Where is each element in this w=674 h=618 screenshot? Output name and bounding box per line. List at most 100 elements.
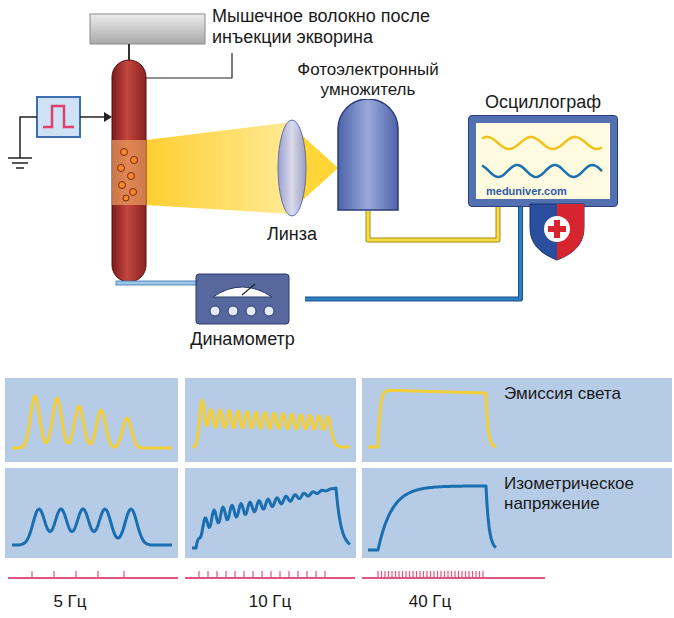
stim-wire — [80, 116, 104, 118]
wire-outline — [368, 207, 498, 240]
signal-wire — [368, 207, 498, 240]
trace-panel — [5, 468, 178, 558]
muscle-fiber — [112, 60, 146, 282]
stimulus-tick — [234, 571, 235, 578]
wire-outline — [305, 207, 521, 299]
aequorin-dots — [118, 149, 138, 202]
stimulus-tick — [472, 571, 473, 578]
stimulus-tick — [465, 571, 466, 578]
stimulus-tick — [391, 571, 392, 578]
stimulus-tick — [216, 571, 217, 578]
trace-panel — [5, 378, 178, 462]
label: meduniver.com — [484, 185, 569, 198]
signal-trace — [192, 488, 350, 548]
leader-line — [146, 53, 232, 78]
lit-region — [112, 140, 146, 205]
lens — [278, 120, 306, 216]
stimulus-tick — [377, 571, 378, 578]
trace-panel: Эмиссия света — [362, 378, 672, 462]
stimulus-tick — [447, 571, 448, 578]
stimulus-tick — [388, 571, 389, 578]
trace-panel: Изометрическое напряжение — [362, 468, 672, 558]
stimulus-tick — [405, 571, 406, 578]
stimulus-tick — [384, 571, 385, 578]
red-cross — [548, 220, 566, 238]
shield-icon — [530, 204, 584, 260]
ground-wire — [20, 117, 37, 158]
stimulus-tick — [419, 571, 420, 578]
knob — [264, 306, 274, 316]
stimulus-tick — [288, 571, 289, 578]
stimulus-tick — [207, 571, 208, 578]
signal-trace — [12, 396, 172, 448]
stimulus-line — [362, 577, 545, 579]
label: Мышечное волокно после инъекции экворина — [212, 6, 452, 47]
device-label: Фотоэлектронный умножитель — [288, 60, 448, 99]
device-label: Динамометр — [180, 329, 305, 350]
stimulus-tick — [468, 571, 469, 578]
dynamometer-case — [196, 274, 289, 324]
stimulus-tick — [440, 571, 441, 578]
stimulus-tick — [270, 571, 271, 578]
device-label: Осциллограф — [468, 92, 618, 113]
stimulus-tick — [315, 571, 316, 578]
stimulus-tick — [225, 571, 226, 578]
dynamometer — [195, 273, 290, 325]
shield-circle — [544, 216, 570, 242]
photomultiplier — [288, 99, 448, 211]
light-beam — [146, 122, 292, 214]
stim-arrow — [104, 112, 112, 122]
knob — [210, 306, 220, 316]
stimulus-line — [185, 577, 355, 579]
signal-trace — [12, 509, 172, 545]
signal-trace — [368, 486, 496, 550]
stimulus-tick — [423, 571, 424, 578]
stimulus-tick — [433, 571, 434, 578]
pmt-node: Фотоэлектронный умножитель — [288, 60, 448, 211]
stimulus-tick — [75, 571, 76, 578]
label: Линза — [252, 224, 332, 245]
stimulus-tick — [53, 571, 54, 578]
screen-trace — [482, 137, 602, 149]
knob — [228, 306, 238, 316]
trace-label: Изометрическое напряжение — [504, 474, 669, 513]
stimulus-tick — [402, 571, 403, 578]
wire — [305, 207, 521, 299]
stimulus-tick — [451, 571, 452, 578]
stimulus-tick — [97, 571, 98, 578]
stimulus-tick — [261, 571, 262, 578]
stimulus-tick — [398, 571, 399, 578]
label: 10 Гц — [225, 592, 315, 612]
stimulus-tick — [252, 571, 253, 578]
stimulus-tick — [430, 571, 431, 578]
trace-panel — [185, 468, 356, 558]
stimulus-tick — [123, 571, 124, 578]
label: 40 Гц — [385, 592, 475, 612]
signal-wire — [305, 207, 521, 299]
stimulus-tick — [324, 571, 325, 578]
trace-label: Эмиссия света — [504, 384, 664, 404]
stimulus-tick — [409, 571, 410, 578]
stimulus-tick — [444, 571, 445, 578]
screen-trace — [482, 165, 602, 177]
hook — [128, 44, 130, 62]
stimulus-tick — [395, 571, 396, 578]
pulse-symbol — [43, 106, 74, 127]
stimulus-tick — [437, 571, 438, 578]
gauge-needle — [242, 284, 255, 295]
photomultiplier-tube — [338, 99, 398, 210]
stimulus-tick — [416, 571, 417, 578]
dyn-node: Динамометр — [180, 273, 305, 350]
stimulus-tick — [454, 571, 455, 578]
stimulus-tick — [461, 571, 462, 578]
label: 5 Гц — [25, 592, 115, 612]
stimulus-tick — [426, 571, 427, 578]
signal-trace — [368, 390, 496, 447]
stimulus-tick — [243, 571, 244, 578]
stimulus-tick — [279, 571, 280, 578]
stimulus-tick — [31, 571, 32, 578]
stimulus-tick — [198, 571, 199, 578]
knob — [246, 306, 256, 316]
stimulus-tick — [297, 571, 298, 578]
trace-panel — [185, 378, 356, 462]
